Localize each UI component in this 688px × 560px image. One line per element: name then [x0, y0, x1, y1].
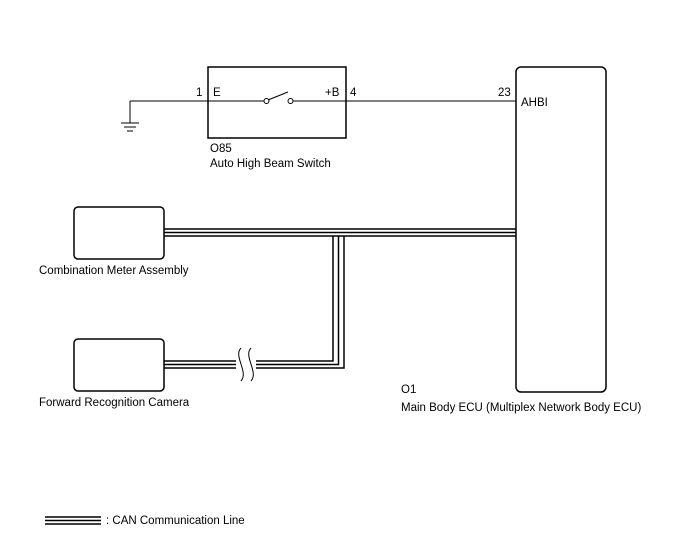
ecu-pin-number: 23	[498, 87, 511, 99]
switch-box	[207, 66, 347, 139]
legend-text: : CAN Communication Line	[106, 515, 245, 527]
ecu-code: O1	[401, 384, 416, 396]
camera-box	[73, 338, 165, 392]
can-bus-camera-branch	[164, 236, 345, 369]
switch-code: O85	[210, 143, 232, 155]
legend-line	[45, 516, 101, 525]
pin-b-label: +B	[325, 87, 340, 99]
camera-name: Forward Recognition Camera	[39, 397, 190, 409]
ecu-name: Main Body ECU (Multiplex Network Body EC…	[401, 402, 641, 414]
meter-name: Combination Meter Assembly	[39, 265, 189, 277]
meter-box	[73, 206, 165, 260]
switch-name: Auto High Beam Switch	[210, 158, 331, 170]
can-bus-main	[164, 228, 516, 237]
pin-e-label: E	[213, 87, 221, 99]
ecu-box	[515, 66, 607, 393]
switch-symbol-icon	[208, 91, 346, 104]
pin-e-number: 1	[196, 87, 202, 99]
ecu-terminal-label: AHBI	[521, 97, 548, 109]
wire-break-symbol-icon	[238, 347, 254, 382]
pin-b-number: 4	[350, 87, 357, 99]
ground-symbol-icon	[121, 101, 139, 132]
